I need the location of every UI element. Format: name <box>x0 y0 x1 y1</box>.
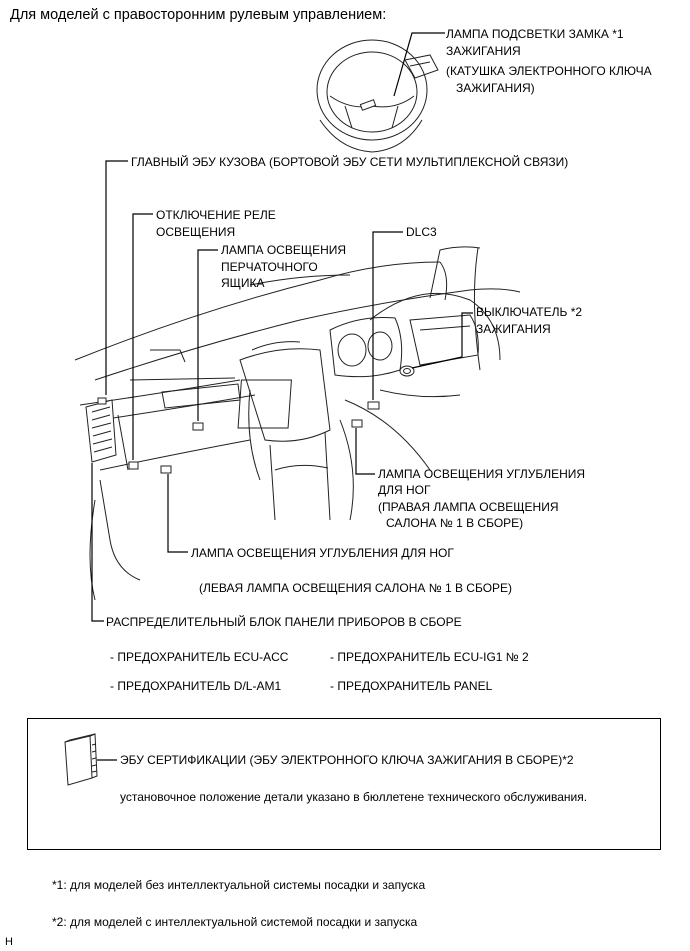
glove-box-lamp-part <box>192 422 204 431</box>
corner-mark: H <box>5 936 13 948</box>
label-ignition-lamp-line2: ЗАЖИГАНИЯ <box>446 44 521 58</box>
fuse-ecu-acc: - ПРЕДОХРАНИТЕЛЬ ECU-ACC <box>110 650 289 664</box>
label-glove-box-line2: ПЕРЧАТОЧНОГО <box>221 260 318 274</box>
label-footwell-right-note-line1: (ПРАВАЯ ЛАМПА ОСВЕЩЕНИЯ <box>378 500 559 514</box>
label-light-relay-line2: ОСВЕЩЕНИЯ <box>156 225 236 239</box>
label-certification-ecu: ЭБУ СЕРТИФИКАЦИИ (ЭБУ ЭЛЕКТРОННОГО КЛЮЧА… <box>120 753 574 767</box>
label-junction-block: РАСПРЕДЕЛИТЕЛЬНЫЙ БЛОК ПАНЕЛИ ПРИБОРОВ В… <box>106 615 462 629</box>
junction-block-drawing <box>85 397 117 463</box>
footwell-lamp-right-part <box>351 419 363 428</box>
label-footwell-right-line2: ДЛЯ НОГ <box>378 483 431 497</box>
label-main-body-ecu: ГЛАВНЫЙ ЭБУ КУЗОВА (БОРТОВОЙ ЭБУ СЕТИ МУ… <box>131 155 569 169</box>
label-ignition-lamp-note-line2: ЗАЖИГАНИЯ) <box>456 81 535 95</box>
fuse-dl-am1: - ПРЕДОХРАНИТЕЛЬ D/L-AM1 <box>110 679 282 693</box>
label-footwell-left-note: (ЛЕВАЯ ЛАМПА ОСВЕЩЕНИЯ САЛОНА № 1 В СБОР… <box>199 581 513 595</box>
footnote-2: *2: для моделей с интеллектуальной систе… <box>52 915 418 929</box>
label-certification-ecu-note: установочное положение детали указано в … <box>120 790 588 804</box>
label-ignition-switch-line2: ЗАЖИГАНИЯ <box>476 322 551 336</box>
steering-wheel-drawing <box>316 39 439 153</box>
dashboard-drawing <box>74 246 521 601</box>
leader-lines <box>91 32 473 761</box>
fuse-ecu-ig1-no2: - ПРЕДОХРАНИТЕЛЬ ECU-IG1 № 2 <box>330 650 529 664</box>
label-ignition-lamp-note-line1: (КАТУШКА ЭЛЕКТРОННОГО КЛЮЧА <box>446 64 652 78</box>
label-ignition-switch-line1: ВЫКЛЮЧАТЕЛЬ *2 <box>476 305 583 319</box>
dlc3-part <box>367 401 380 410</box>
label-ignition-lamp-line1: ЛАМПА ПОДСВЕТКИ ЗАМКА *1 <box>446 27 624 41</box>
footwell-lamp-left-part <box>160 465 172 474</box>
certification-ecu-box <box>27 718 661 850</box>
ignition-switch-part <box>399 365 415 377</box>
label-glove-box-line3: ЯЩИКА <box>221 276 265 290</box>
label-glove-box-line1: ЛАМПА ОСВЕЩЕНИЯ <box>221 243 347 257</box>
label-dlc3: DLC3 <box>406 225 437 239</box>
page-heading: Для моделей с правосторонним рулевым упр… <box>10 7 387 23</box>
certification-ecu-icon <box>64 733 98 786</box>
label-footwell-right-note-line2: САЛОНА № 1 В СБОРЕ) <box>386 516 524 530</box>
label-light-relay-line1: ОТКЛЮЧЕНИЕ РЕЛЕ <box>156 208 276 222</box>
fuse-panel: - ПРЕДОХРАНИТЕЛЬ PANEL <box>330 679 493 693</box>
footnote-1: *1: для моделей без интеллектуальной сис… <box>52 878 426 892</box>
label-footwell-left: ЛАМПА ОСВЕЩЕНИЯ УГЛУБЛЕНИЯ ДЛЯ НОГ <box>191 546 454 560</box>
label-footwell-right-line1: ЛАМПА ОСВЕЩЕНИЯ УГЛУБЛЕНИЯ <box>378 467 586 481</box>
light-relay-cutoff-part <box>128 461 139 470</box>
